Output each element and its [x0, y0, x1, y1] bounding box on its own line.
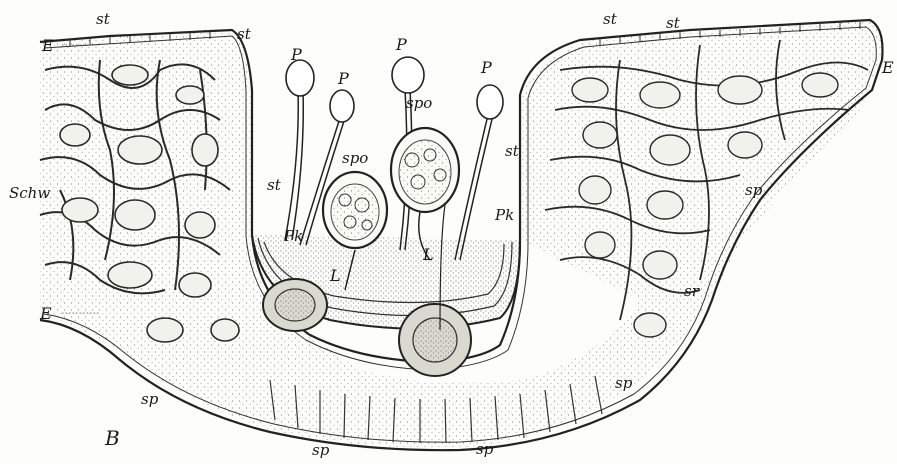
label-P-3: P — [396, 37, 407, 53]
label-Schw: Schw — [9, 186, 50, 201]
paraphysis-head-1 — [286, 60, 314, 96]
paraphyses — [285, 90, 493, 260]
label-spo-1: spo — [406, 96, 432, 111]
label-L-right: L — [423, 247, 434, 263]
label-Pk-right: Pk — [495, 208, 514, 223]
label-sp-3: sp — [141, 392, 158, 407]
label-L-left: L — [330, 268, 341, 284]
label-sp-2: sp — [615, 376, 632, 391]
paraphysis-head-4 — [477, 85, 503, 119]
label-E-upper: E — [42, 38, 54, 54]
label-st-6: st — [666, 16, 680, 31]
label-sp-5: sp — [476, 442, 493, 457]
label-Pk-left: Pk — [284, 229, 303, 244]
label-st-1: st — [96, 12, 110, 27]
label-st-3: st — [267, 178, 281, 193]
label-P-1: P — [291, 47, 302, 63]
label-sp-4: sp — [312, 443, 329, 458]
paraphysis-head-2 — [330, 90, 354, 122]
panel-label: B — [105, 428, 120, 448]
label-E-right: E — [882, 60, 894, 76]
label-P-2: P — [338, 71, 349, 87]
label-sp-1: sp — [745, 183, 762, 198]
label-spo-2: spo — [342, 151, 368, 166]
label-sr: sr — [684, 284, 699, 299]
label-P-4: P — [481, 60, 492, 76]
vascular-bundle-left — [263, 279, 327, 331]
label-st-4: st — [505, 144, 519, 159]
vascular-bundle-right — [399, 304, 471, 376]
paraphysis-head-3 — [392, 57, 424, 93]
label-st-2: st — [237, 27, 251, 42]
label-E-lower: E — [40, 306, 52, 322]
label-st-5: st — [603, 12, 617, 27]
